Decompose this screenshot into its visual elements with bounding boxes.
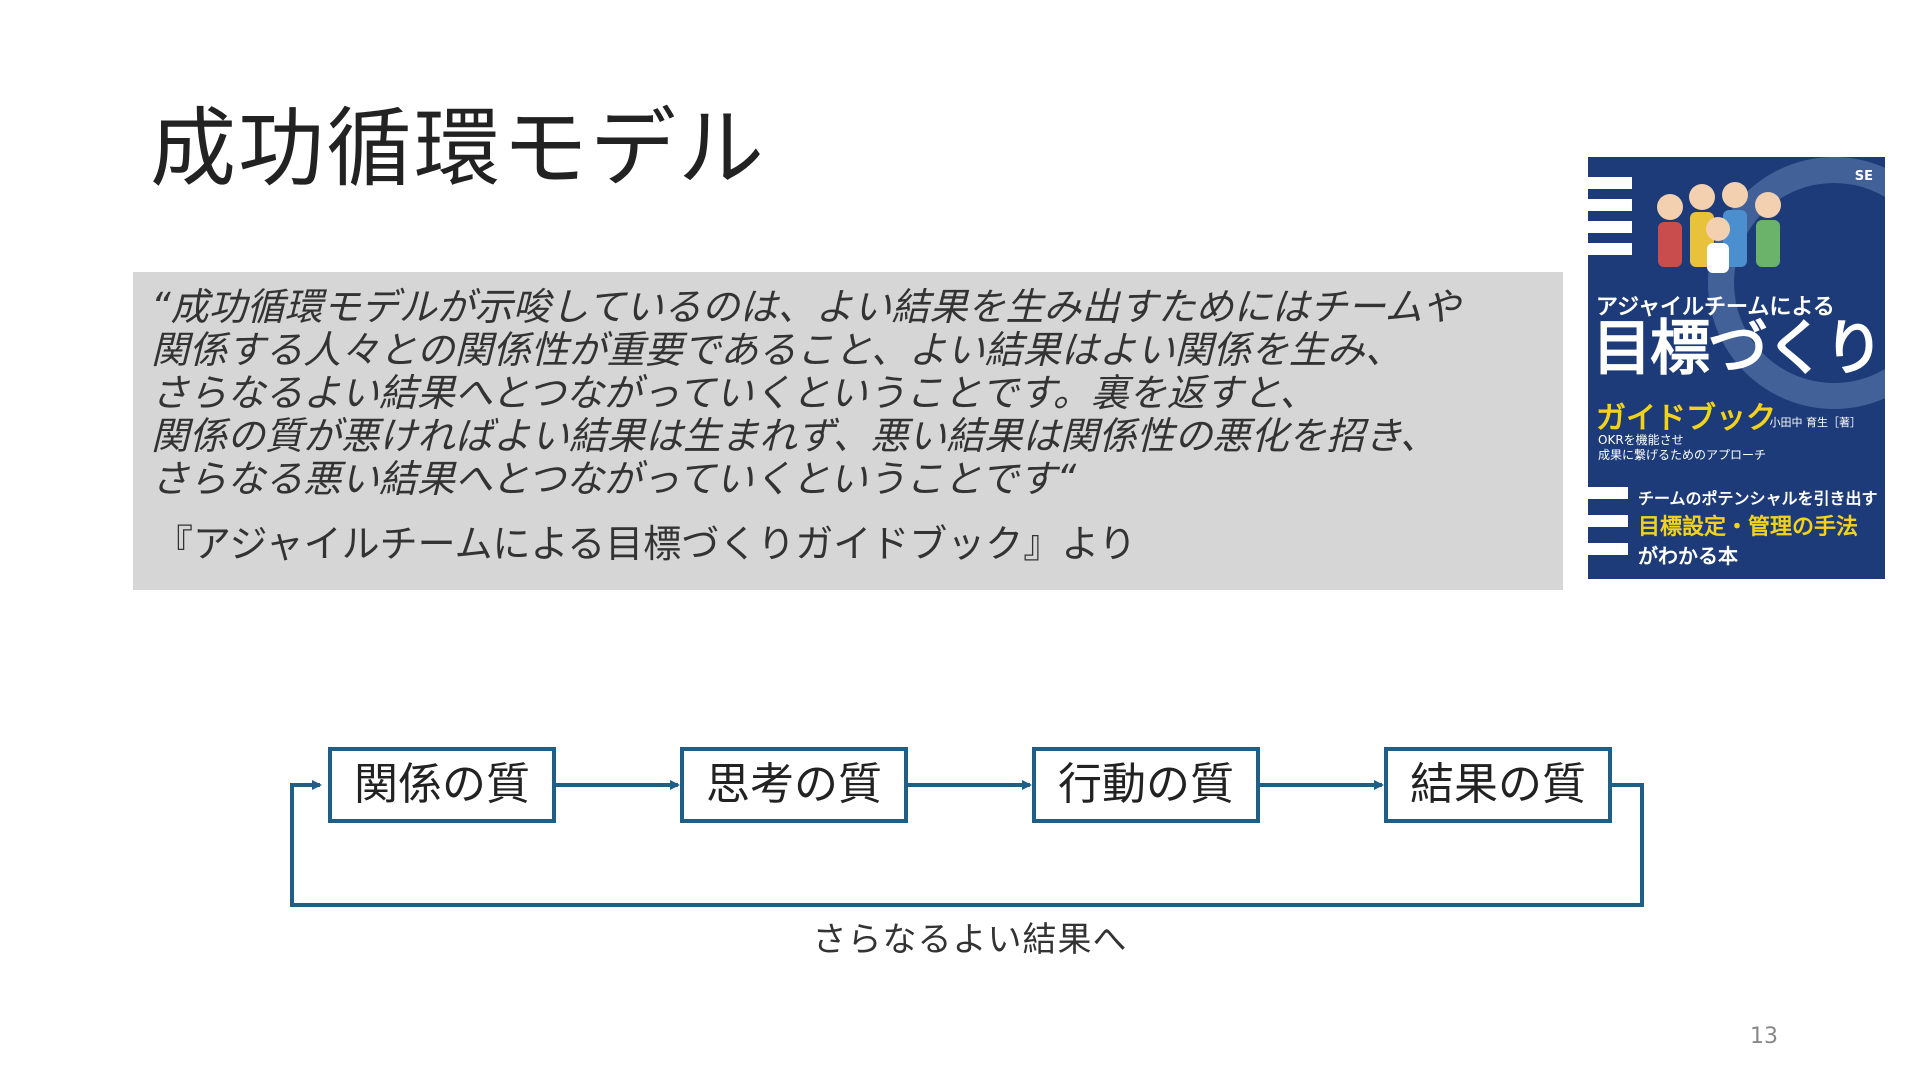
flow-step-relationship: 関係の質 [328, 747, 556, 823]
flow-step-result: 結果の質 [1384, 747, 1612, 823]
flow-step-action: 行動の質 [1032, 747, 1260, 823]
flow-step-thinking: 思考の質 [680, 747, 908, 823]
loop-label: さらなるよい結果へ [750, 912, 1190, 961]
page-number: 13 [1750, 1024, 1778, 1049]
